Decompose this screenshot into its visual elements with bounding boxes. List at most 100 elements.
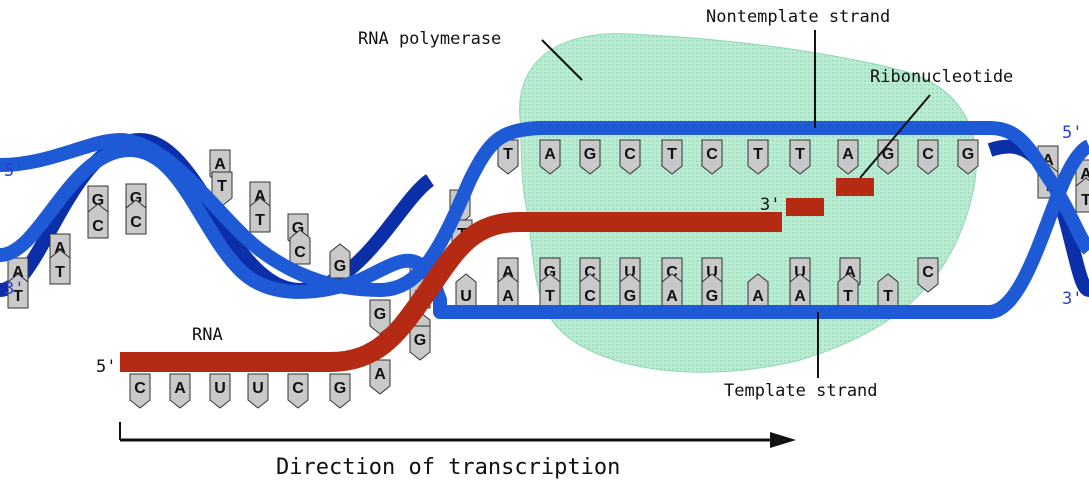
nontemplate-base-5: C (701, 139, 723, 175)
end-3prime-bottom-right: 3' (1062, 289, 1082, 309)
rna-tail-base-3: U (247, 373, 269, 409)
rna-tail-base-4-letter: C (292, 380, 304, 397)
nontemplate-base-1: A (539, 139, 561, 175)
rna-tail-base-1: A (169, 373, 191, 409)
rna-paired-base-3-letter: U (624, 264, 636, 281)
rna-strand (120, 212, 782, 372)
nontemplate-base-4-letter: T (667, 146, 677, 163)
label-ribonucleotide: Ribonucleotide (870, 67, 1013, 87)
nontemplate-base-11-letter: G (962, 146, 974, 163)
left-helix-base-13-letter: C (294, 244, 306, 261)
template-base-5-letter: A (666, 288, 678, 305)
template-base-6: G (701, 273, 723, 309)
ribonucleotide-pointer (859, 94, 931, 179)
left-helix-base-9-letter: T (217, 178, 227, 195)
rna-tail-base-7: G (409, 325, 431, 361)
rna-tail-base-4: C (287, 373, 309, 409)
rna-tail-base-6: A (369, 359, 391, 395)
nontemplate-base-10-letter: C (922, 146, 934, 163)
template-base-10: T (877, 273, 899, 309)
left-helix-base-14-letter: G (334, 258, 346, 275)
nontemplate-base-8: A (837, 139, 859, 175)
right-helix-base-2-letter: A (1080, 166, 1089, 183)
base-pairs: ATATGCGCATATGCGGACGTAGCTCTTAGCGAGCUCUUAC… (7, 139, 1089, 409)
left-helix-base-1: T (7, 273, 29, 309)
left-helix-base-3-letter: T (55, 264, 65, 281)
left-helix-base-11: T (249, 197, 271, 233)
nontemplate-base-6-letter: T (753, 146, 763, 163)
nontemplate-base-7-letter: T (795, 146, 805, 163)
nontemplate-base-1-letter: A (544, 146, 556, 163)
nontemplate-base-5-letter: C (706, 146, 718, 163)
polymerase-pointer (541, 39, 583, 81)
left-helix-base-3: T (49, 249, 71, 285)
template-base-5: A (661, 273, 683, 309)
template-base-0-letter: U (460, 288, 472, 305)
template-base-8: A (789, 273, 811, 309)
rna-3prime-nucleotide (786, 198, 824, 216)
nontemplate-base-8-letter: A (842, 146, 854, 163)
incoming-ribonucleotide (836, 178, 874, 196)
template-base-2-letter: T (545, 288, 555, 305)
rna-paired-base-8: C (917, 257, 939, 293)
left-helix-base-5-letter: C (92, 218, 104, 235)
template-base-3: C (579, 273, 601, 309)
end-3prime-rna: 3' (760, 195, 780, 215)
rna-tail-base-2-letter: U (214, 380, 226, 397)
label-nontemplate-strand: Nontemplate strand (706, 7, 890, 27)
dna-front-strands (0, 121, 1089, 319)
rna-paired-base-8-letter: C (922, 264, 934, 281)
template-base-10-letter: T (883, 288, 893, 305)
template-base-0: U (455, 273, 477, 309)
label-rna: RNA (192, 325, 223, 345)
left-helix-base-1-letter: T (13, 288, 23, 305)
rna-tail-base-6-letter: A (374, 366, 386, 383)
nontemplate-base-10: C (917, 139, 939, 175)
template-base-7-letter: A (752, 288, 764, 305)
rna-tail-base-0: C (129, 373, 151, 409)
right-helix-base-3-letter: T (1081, 192, 1089, 209)
nontemplate-base-2-letter: G (584, 146, 596, 163)
nontemplate-base-9: G (877, 139, 899, 175)
left-helix-base-13: C (289, 229, 311, 265)
end-3prime-bottom-left: 3' (4, 279, 24, 299)
rna-tail-base-0-letter: C (134, 380, 146, 397)
right-helix-base-3: T (1075, 177, 1089, 213)
nontemplate-base-2: G (579, 139, 601, 175)
template-base-3-letter: C (584, 288, 596, 305)
template-base-4: G (619, 273, 641, 309)
left-helix-base-5: C (87, 203, 109, 239)
end-5prime-top-left: 5' (4, 161, 24, 181)
rna-tail-base-1-letter: A (174, 380, 186, 397)
left-helix-base-8-letter: A (214, 156, 226, 173)
left-helix-base-7: C (125, 199, 147, 235)
template-base-6-letter: G (706, 288, 718, 305)
template-base-1: A (497, 273, 519, 309)
rna-paired-base-6-letter: U (794, 264, 806, 281)
template-base-9: T (837, 273, 859, 309)
left-helix-base-15: G (369, 299, 391, 335)
left-helix-base-15-letter: G (374, 306, 386, 323)
rna-tail-base-2: U (209, 373, 231, 409)
nontemplate-base-11: G (957, 139, 979, 175)
rna-paired-base-5-letter: U (706, 264, 718, 281)
template-base-7: A (747, 273, 769, 309)
template-base-2: T (539, 273, 561, 309)
label-template-strand: Template strand (724, 381, 878, 401)
nontemplate-base-6: T (747, 139, 769, 175)
rna-tail-base-5: G (329, 373, 351, 409)
end-5prime-top-right: 5' (1062, 123, 1082, 143)
template-base-1-letter: A (502, 288, 514, 305)
left-helix-base-7-letter: C (130, 214, 142, 231)
front-strand-1 (0, 139, 1089, 319)
template-base-4-letter: G (624, 288, 636, 305)
left-helix-base-14: G (329, 243, 351, 279)
label-rna-polymerase: RNA polymerase (358, 29, 501, 49)
nontemplate-base-3: C (619, 139, 641, 175)
front-strand-0 (0, 121, 1089, 297)
left-helix-base-4-letter: G (92, 192, 104, 209)
left-helix-base-11-letter: T (255, 212, 265, 229)
end-5prime-rna: 5' (96, 357, 116, 377)
